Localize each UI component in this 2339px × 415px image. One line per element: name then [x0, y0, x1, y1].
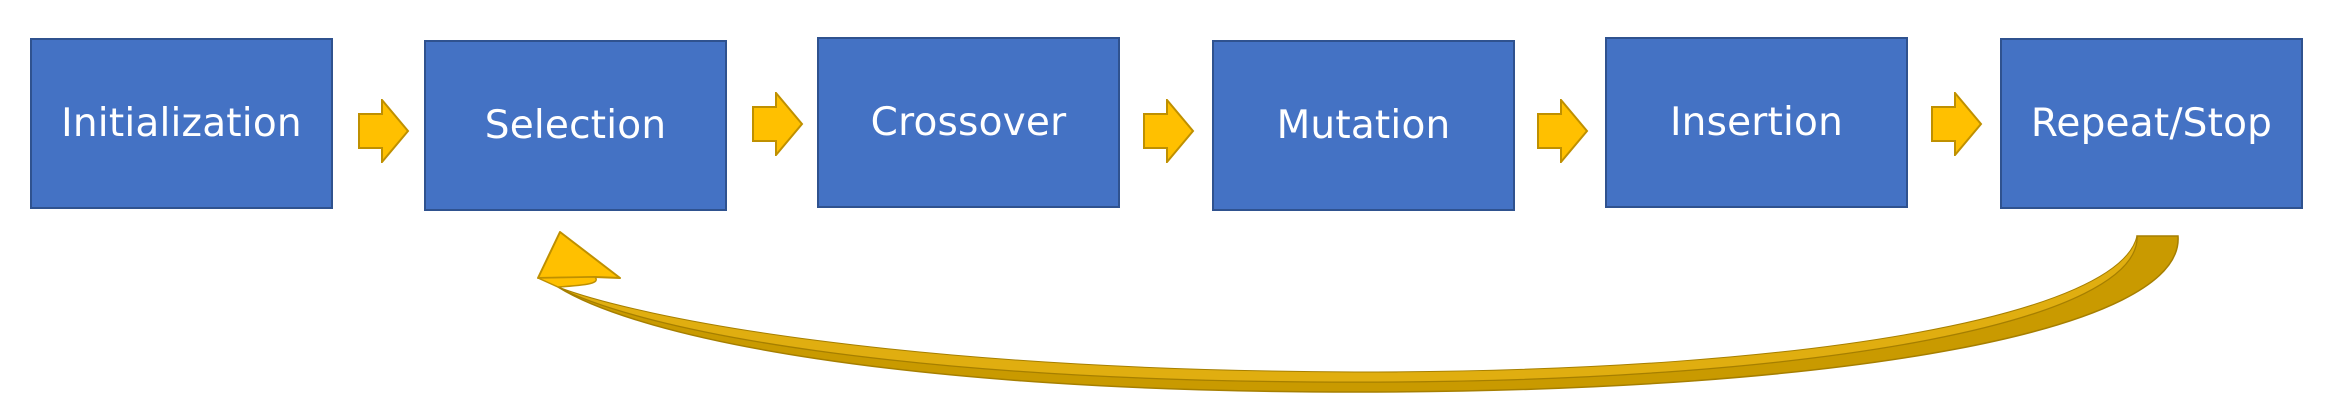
step-mutation: Mutation — [1212, 40, 1515, 211]
step-initialization: Initialization — [30, 38, 333, 209]
step-insertion-label: Insertion — [1669, 100, 1844, 145]
step-repeat-stop-label: Repeat/Stop — [2030, 101, 2273, 146]
arrow-right-icon — [1931, 92, 1983, 156]
step-selection-label: Selection — [484, 103, 667, 148]
arrow-right-icon — [1537, 99, 1589, 163]
arrow-right-icon — [1143, 99, 1195, 163]
step-selection: Selection — [424, 40, 727, 211]
arrow-right-icon — [358, 99, 410, 163]
step-insertion: Insertion — [1605, 37, 1908, 208]
step-crossover-label: Crossover — [870, 100, 1067, 145]
step-crossover: Crossover — [817, 37, 1120, 208]
step-initialization-label: Initialization — [61, 101, 302, 146]
step-repeat-stop: Repeat/Stop — [2000, 38, 2303, 209]
step-mutation-label: Mutation — [1276, 103, 1451, 148]
arrow-right-icon — [752, 92, 804, 156]
